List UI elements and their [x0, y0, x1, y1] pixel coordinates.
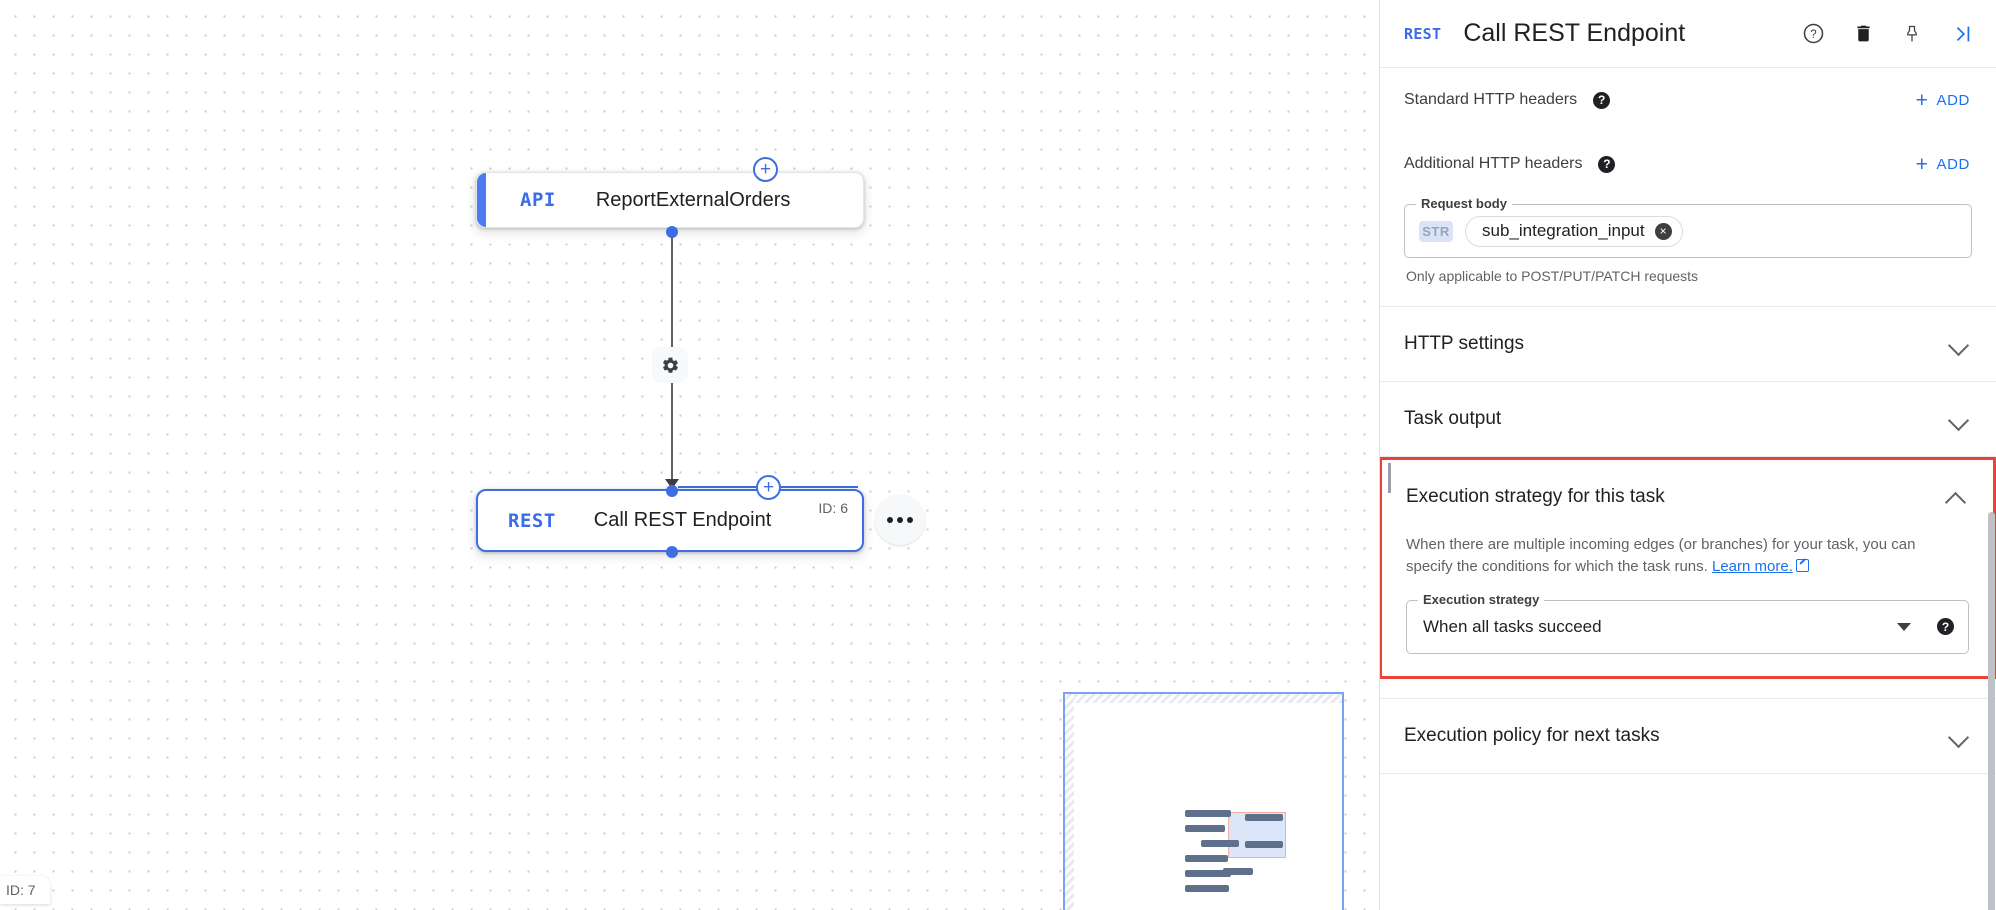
divider	[1380, 306, 1996, 307]
variable-chip[interactable]: sub_integration_input ×	[1465, 215, 1683, 247]
chevron-down-icon	[1948, 333, 1970, 355]
help-icon[interactable]: ?	[1937, 618, 1954, 635]
page-title: Call REST Endpoint	[1463, 19, 1686, 47]
variable-type-badge: STR	[1419, 220, 1453, 242]
node-report-external-orders[interactable]: API ReportExternalOrders	[476, 172, 864, 228]
plus-icon: +	[1915, 152, 1929, 176]
section-title: Execution strategy for this task	[1406, 486, 1665, 507]
external-link-icon[interactable]	[1795, 558, 1809, 572]
section-title: Task output	[1404, 408, 1502, 429]
node-title: ReportExternalOrders	[595, 188, 791, 211]
chevron-down-icon	[1948, 408, 1970, 430]
add-standard-header-button[interactable]: + ADD	[1916, 90, 1970, 111]
panel-header: REST Call REST Endpoint ?	[1380, 0, 1996, 68]
execution-strategy-select[interactable]: Execution strategy When all tasks succee…	[1406, 591, 1969, 654]
more-horizontal-icon	[897, 517, 903, 523]
standard-http-headers-label: Standard HTTP headers	[1404, 91, 1578, 108]
variable-chip-label: sub_integration_input	[1482, 221, 1645, 240]
divider	[1380, 772, 1996, 774]
add-label: ADD	[1936, 155, 1970, 173]
node-id-label: ID: 6	[818, 500, 848, 516]
chevron-down-icon[interactable]	[1897, 622, 1911, 631]
help-icon[interactable]: ?	[1593, 91, 1611, 109]
execution-strategy-section: Execution strategy for this task When th…	[1380, 457, 1996, 679]
edge-settings-gear-button[interactable]	[652, 347, 688, 383]
node-title: Call REST Endpoint	[593, 509, 772, 531]
request-body-legend: Request body	[1416, 196, 1512, 211]
node-accent-bar	[477, 173, 486, 227]
standard-http-headers-row: Standard HTTP headers ? + ADD	[1380, 68, 1996, 132]
trash-icon[interactable]	[1853, 22, 1874, 45]
request-body-helper-text: Only applicable to POST/PUT/PATCH reques…	[1406, 268, 1699, 284]
plus-circle-icon: +	[762, 477, 775, 498]
add-node-button-rest[interactable]: +	[756, 475, 781, 500]
chevron-up-icon	[1945, 486, 1967, 508]
description-text: When there are multiple incoming edges (…	[1406, 536, 1916, 575]
add-additional-header-button[interactable]: + ADD	[1916, 154, 1970, 175]
svg-text:?: ?	[1810, 29, 1816, 41]
panel-edge-marker	[1388, 463, 1391, 493]
chevron-down-icon	[1948, 725, 1970, 747]
workflow-canvas[interactable]: API ReportExternalOrders + REST Call RES…	[0, 0, 1379, 910]
additional-http-headers-label: Additional HTTP headers	[1404, 155, 1583, 172]
divider	[1380, 381, 1996, 382]
node-type-badge: API	[520, 189, 556, 211]
add-node-button-api[interactable]: +	[753, 157, 778, 182]
node-type-badge: REST	[508, 509, 556, 532]
edge-arrow-icon	[665, 479, 679, 489]
help-icon[interactable]: ?	[1598, 155, 1616, 173]
plus-icon: +	[1915, 88, 1929, 112]
divider	[1380, 456, 1996, 457]
section-http-settings[interactable]: HTTP settings	[1380, 307, 1996, 381]
section-task-output[interactable]: Task output	[1380, 382, 1996, 456]
section-execution-policy[interactable]: Execution policy for next tasks	[1380, 699, 1996, 773]
node-output-port[interactable]	[666, 546, 678, 558]
node-context-menu-button[interactable]	[875, 495, 925, 545]
execution-strategy-description: When there are multiple incoming edges (…	[1382, 534, 1993, 578]
divider	[1380, 697, 1996, 699]
pin-icon[interactable]	[1902, 23, 1922, 45]
more-horizontal-icon	[887, 517, 893, 523]
section-title: Execution policy for next tasks	[1404, 724, 1660, 746]
section-execution-strategy-header[interactable]: Execution strategy for this task	[1382, 460, 1993, 534]
request-body-field[interactable]: Request body STR sub_integration_input ×	[1404, 196, 1972, 258]
node-output-port[interactable]	[666, 226, 678, 238]
add-label: ADD	[1936, 91, 1970, 109]
section-title: HTTP settings	[1404, 333, 1525, 354]
plus-circle-icon: +	[759, 159, 772, 180]
node-input-port[interactable]	[666, 485, 678, 497]
offscreen-node-id-label: ID: 7	[0, 876, 50, 904]
panel-scrollbar[interactable]	[1988, 512, 1995, 910]
execution-strategy-legend: Execution strategy	[1418, 591, 1545, 607]
collapse-panel-icon[interactable]	[1950, 23, 1974, 45]
learn-more-link[interactable]: Learn more.	[1711, 557, 1793, 575]
execution-strategy-value: When all tasks succeed	[1423, 616, 1602, 636]
gear-icon	[662, 357, 678, 373]
canvas-viewport-rect	[1063, 692, 1344, 910]
task-config-panel: REST Call REST Endpoint ? Stand	[1379, 0, 1996, 910]
additional-http-headers-row: Additional HTTP headers ? + ADD	[1380, 132, 1996, 196]
panel-type-badge: REST	[1404, 24, 1442, 43]
node-call-rest-endpoint[interactable]: REST Call REST Endpoint ID: 6	[476, 489, 864, 552]
close-icon[interactable]: ×	[1654, 222, 1672, 240]
more-horizontal-icon	[907, 517, 913, 523]
panel-body: Standard HTTP headers ? + ADD Additional…	[1380, 68, 1996, 910]
help-circle-icon[interactable]: ?	[1802, 22, 1825, 45]
